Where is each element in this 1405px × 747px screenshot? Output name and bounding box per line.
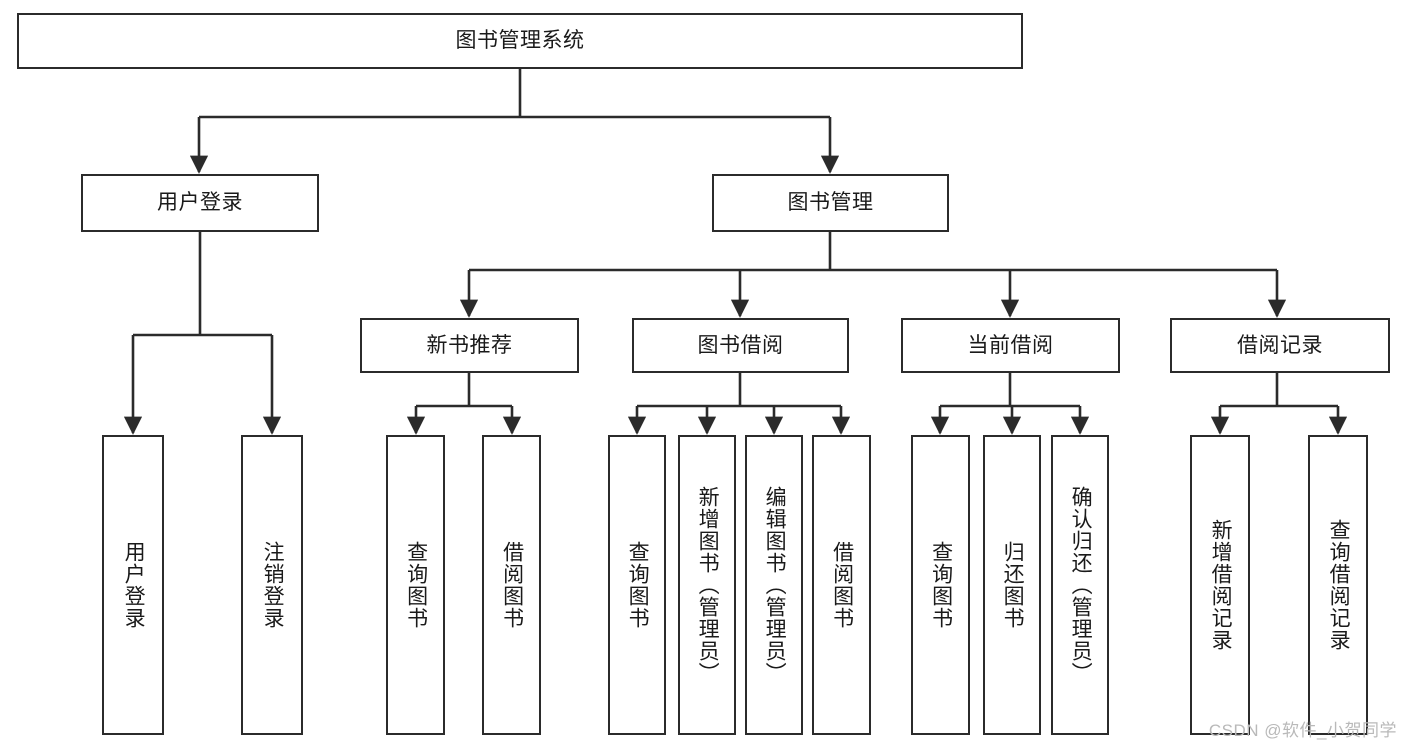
leaf-query-book-recommend[interactable]: 查询图书	[386, 435, 445, 735]
leaf-label: 查询图书	[404, 541, 428, 629]
leaf-logout[interactable]: 注销登录	[241, 435, 303, 735]
leaf-add-borrow-record[interactable]: 新增借阅记录	[1190, 435, 1250, 735]
leaf-label: 借阅图书	[500, 541, 524, 629]
leaf-label: 借阅图书	[830, 541, 854, 629]
node-book-management[interactable]: 图书管理	[712, 174, 949, 232]
leaf-label: 查询图书	[626, 541, 650, 629]
node-user-login[interactable]: 用户登录	[81, 174, 319, 232]
leaf-user-login[interactable]: 用户登录	[102, 435, 164, 735]
leaf-label: 新增图书（管理员）	[696, 486, 720, 684]
leaf-borrow-book-recommend[interactable]: 借阅图书	[482, 435, 541, 735]
leaf-label: 用户登录	[122, 541, 146, 629]
node-book-borrow[interactable]: 图书借阅	[632, 318, 849, 373]
leaf-add-book-admin[interactable]: 新增图书（管理员）	[678, 435, 736, 735]
leaf-label: 查询图书	[929, 541, 953, 629]
leaf-label: 注销登录	[261, 541, 285, 629]
leaf-label: 查询借阅记录	[1327, 519, 1351, 651]
leaf-label: 归还图书	[1001, 541, 1025, 629]
leaf-confirm-return-admin[interactable]: 确认归还（管理员）	[1051, 435, 1109, 735]
node-root[interactable]: 图书管理系统	[17, 13, 1023, 69]
node-current-borrow[interactable]: 当前借阅	[901, 318, 1120, 373]
leaf-query-book-current[interactable]: 查询图书	[911, 435, 970, 735]
leaf-borrow-book[interactable]: 借阅图书	[812, 435, 871, 735]
watermark-text: CSDN @软件_小贺同学	[1208, 721, 1397, 740]
leaf-label: 编辑图书（管理员）	[763, 486, 787, 684]
leaf-query-book-borrow[interactable]: 查询图书	[608, 435, 666, 735]
leaf-label: 新增借阅记录	[1209, 519, 1233, 651]
leaf-query-borrow-record[interactable]: 查询借阅记录	[1308, 435, 1368, 735]
leaf-label: 确认归还（管理员）	[1069, 486, 1093, 684]
leaf-return-book[interactable]: 归还图书	[983, 435, 1041, 735]
node-borrow-record[interactable]: 借阅记录	[1170, 318, 1390, 373]
node-new-book-recommend[interactable]: 新书推荐	[360, 318, 579, 373]
leaf-edit-book-admin[interactable]: 编辑图书（管理员）	[745, 435, 803, 735]
